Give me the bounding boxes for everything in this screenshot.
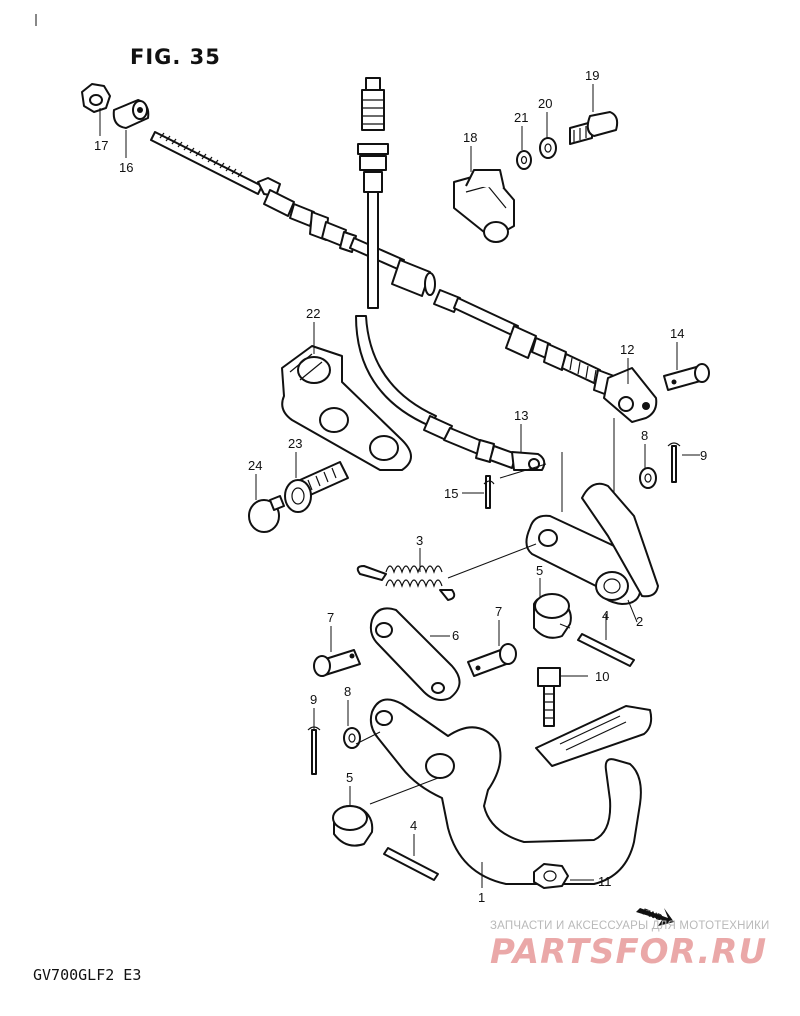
callout-5-lower: 5 [346,770,353,785]
callout-19: 19 [585,68,599,83]
callout-14: 14 [670,326,684,341]
part-23-bolt [284,461,349,513]
callout-5-upper: 5 [536,563,543,578]
callout-18: 18 [463,130,477,145]
part-4-split-pin-lower [383,847,439,881]
part-14-pin [663,363,710,391]
part-15-cotter-pin [483,475,495,509]
callout-20: 20 [538,96,552,111]
part-16-joint [112,99,150,129]
callout-12: 12 [620,342,634,357]
part-7-pin-right [467,643,517,677]
part-20-washer [539,137,557,159]
callout-1: 1 [478,890,485,905]
callout-11: 11 [598,874,612,889]
part-3-spring [356,565,456,601]
callout-24: 24 [248,458,262,473]
shift-rod-lower [433,289,615,397]
callout-8-lower: 8 [344,684,351,699]
callout-4-lower: 4 [410,818,417,833]
control-cable [355,77,546,471]
shift-rod [150,131,436,297]
leader-lines [99,84,700,888]
part-22-mount-bracket [281,345,412,471]
callout-4-upper: 4 [602,608,609,623]
part-19-bolt [569,111,619,145]
part-9-cotter-lower [307,726,321,775]
callout-10: 10 [595,669,609,684]
callout-3: 3 [416,533,423,548]
part-24-cap [248,495,285,533]
part-10-bolt [537,667,561,727]
part-18-bracket [453,169,515,243]
callout-7-right: 7 [495,604,502,619]
part-4-split-pin-upper [577,633,635,667]
part-8-washer-lower [343,727,361,749]
callout-21: 21 [514,110,528,125]
watermark-caption: ЗАПЧАСТИ И АКСЕССУАРЫ ДЛЯ МОТОТЕХНИКИ [490,920,770,932]
callout-labels: 17 16 19 20 21 18 22 14 12 13 8 9 23 24 … [94,68,707,905]
part-17-nut [81,83,111,113]
part-1-brake-pedal [369,698,653,885]
part-21-washer [516,150,532,170]
part-8-washer-upper [639,467,657,489]
callout-23: 23 [288,436,302,451]
part-6-link-plate [369,607,461,701]
figure-title: FIG. 35 [130,45,221,69]
part-5-collar-lower [332,805,374,847]
part-9-cotter-upper [667,442,681,483]
callout-13: 13 [514,408,528,423]
callout-16: 16 [119,160,133,175]
callout-8-upper: 8 [641,428,648,443]
part-7-pin-left [313,649,361,677]
part-12-clevis [603,367,658,423]
callout-15: 15 [444,486,458,501]
callout-22: 22 [306,306,320,321]
model-code: GV700GLF2 E3 [33,966,142,984]
callout-7-left: 7 [327,610,334,625]
watermark-logo: PARTSFOR.RU [490,932,768,972]
part-2-lever-arm [525,482,659,605]
callout-17: 17 [94,138,108,153]
callout-2: 2 [636,614,643,629]
callout-9-upper: 9 [700,448,707,463]
callout-6: 6 [452,628,459,643]
callout-9-lower: 9 [310,692,317,707]
part-11-nut [533,863,569,889]
part-5-collar-upper [533,593,572,639]
